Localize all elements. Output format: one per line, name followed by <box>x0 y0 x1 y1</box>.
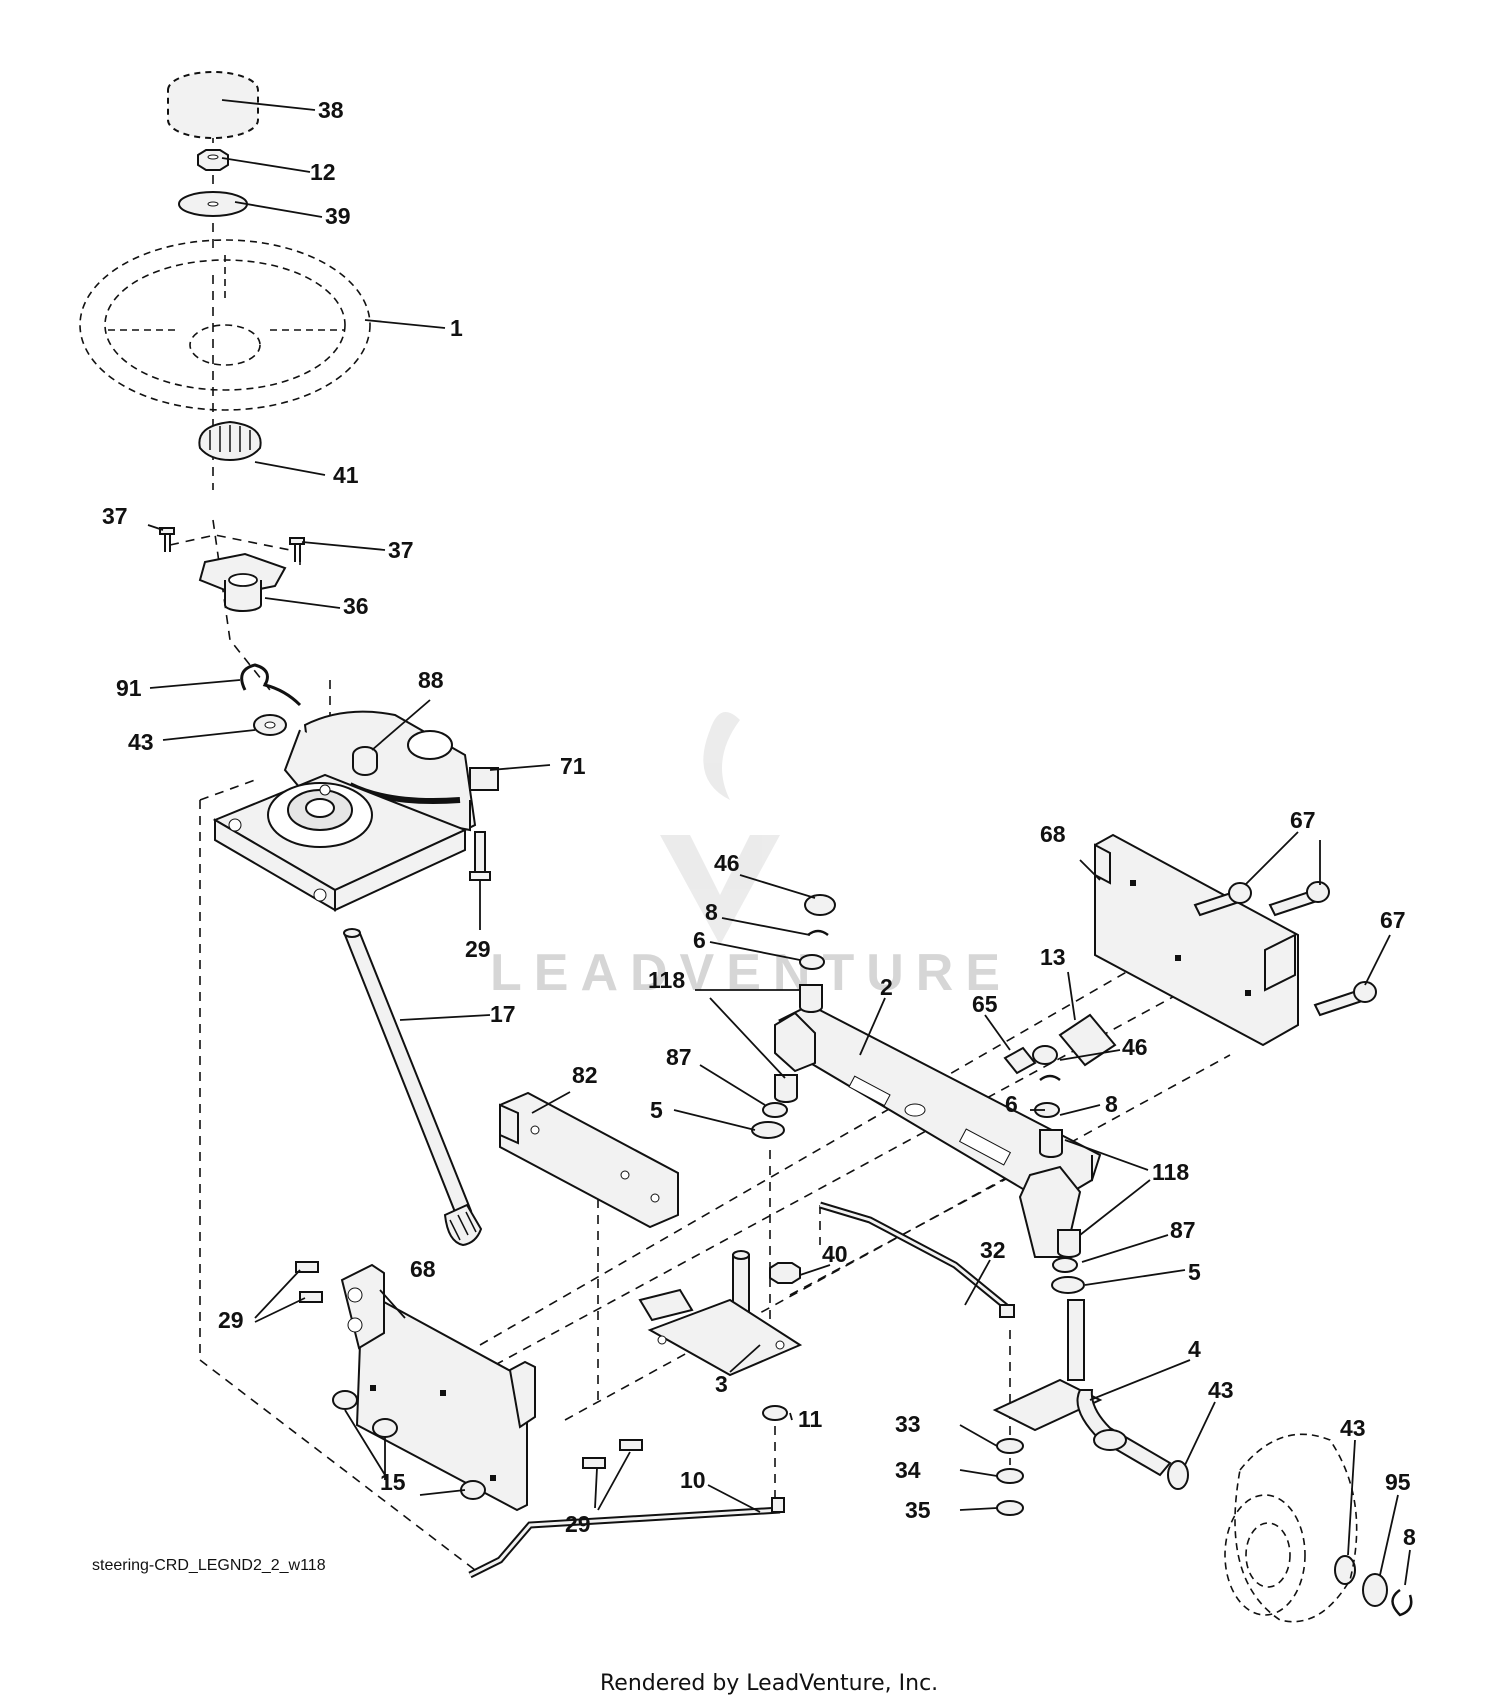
part-11-nut <box>762 1405 788 1421</box>
part-33-34-35-washers <box>996 1438 1024 1516</box>
callout-4: 4 <box>1188 1336 1201 1362</box>
callout-2: 2 <box>880 974 893 1000</box>
part-40-nut <box>769 1262 801 1284</box>
callout-34: 34 <box>895 1457 921 1483</box>
part-41-adapter <box>198 420 262 462</box>
callout-29-lower: 29 <box>565 1511 591 1537</box>
front-wheel <box>1224 1433 1358 1623</box>
part-65-pin <box>1003 1046 1037 1075</box>
leadventure-watermark-logo <box>660 712 780 945</box>
part-4-right-spindle <box>992 1299 1172 1477</box>
part-91-hairpin <box>240 663 302 707</box>
callout-118-right: 118 <box>1152 1159 1189 1185</box>
callout-12: 12 <box>310 159 336 185</box>
part-12-nut <box>197 149 229 171</box>
diagram-code-label: steering-CRD_LEGND2_2_w118 <box>92 1557 326 1574</box>
callout-8-wheel: 8 <box>1403 1524 1416 1550</box>
part-37-bolt-left <box>159 527 175 552</box>
callout-43-outer: 43 <box>1340 1415 1366 1441</box>
callout-3: 3 <box>715 1371 728 1397</box>
part-29-bolt-upper <box>469 831 491 881</box>
callout-67-upper: 67 <box>1290 807 1316 833</box>
callout-17: 17 <box>490 1001 516 1027</box>
callout-6-right: 6 <box>1005 1091 1018 1117</box>
callout-11: 11 <box>798 1406 823 1432</box>
callout-33: 33 <box>895 1411 921 1437</box>
callout-8-left: 8 <box>705 899 718 925</box>
part-15-nuts <box>332 1390 486 1500</box>
part-36-flange-bushing <box>198 552 287 612</box>
callout-38: 38 <box>318 97 344 123</box>
part-68-left-plate <box>340 1263 536 1512</box>
callout-39: 39 <box>325 203 351 229</box>
part-38-cap <box>167 71 259 139</box>
part-8-e-clip <box>1391 1588 1413 1617</box>
part-43-washer-wheel <box>1167 1460 1356 1585</box>
callout-40: 40 <box>822 1241 848 1267</box>
callout-5-right: 5 <box>1188 1259 1201 1285</box>
part-88-bolt <box>352 746 378 776</box>
callout-88: 88 <box>418 667 444 693</box>
part-29-bolts-left <box>295 1261 323 1303</box>
callout-6-left: 6 <box>693 927 706 953</box>
callout-36: 36 <box>343 593 369 619</box>
part-2-axle <box>774 1003 1102 1258</box>
watermark-text: LEADVENTURE <box>490 944 1012 1002</box>
callout-118-left: 118 <box>648 967 685 993</box>
callout-46-right: 46 <box>1122 1034 1148 1060</box>
part-68-right-plate <box>1094 833 1299 1047</box>
part-43-washer-upper <box>253 714 287 736</box>
part-1-steering-wheel <box>79 239 371 411</box>
callout-5-left: 5 <box>650 1097 663 1123</box>
callout-32: 32 <box>980 1237 1006 1263</box>
callout-43-wheel: 43 <box>1208 1377 1234 1403</box>
callout-41: 41 <box>333 462 359 488</box>
callout-10: 10 <box>680 1467 706 1493</box>
callout-37-left: 37 <box>102 503 128 529</box>
part-3-left-spindle <box>638 1250 803 1377</box>
leader-lines <box>147 99 1411 1586</box>
part-17-steering-shaft <box>343 928 483 1247</box>
part-13-spacer <box>1058 1013 1117 1067</box>
callout-65: 65 <box>972 991 998 1017</box>
part-37-bolt-right <box>289 537 305 562</box>
callout-68-left: 68 <box>410 1256 436 1282</box>
callout-1: 1 <box>450 315 463 341</box>
callout-46-left: 46 <box>714 850 740 876</box>
callout-29-upper: 29 <box>465 936 491 962</box>
callout-71: 71 <box>560 753 586 779</box>
callout-8-right: 8 <box>1105 1091 1118 1117</box>
callout-95: 95 <box>1385 1469 1411 1495</box>
part-82-bracket <box>499 1091 679 1229</box>
callout-37-right: 37 <box>388 537 414 563</box>
callout-67-lower: 67 <box>1380 907 1406 933</box>
part-67-bolts <box>1193 881 1377 1017</box>
part-95-washer <box>1362 1573 1388 1607</box>
part-10-tie-rod <box>468 1497 785 1579</box>
callout-15: 15 <box>380 1469 406 1495</box>
callout-68-right: 68 <box>1040 821 1066 847</box>
callout-91: 91 <box>116 675 142 701</box>
callout-87-right: 87 <box>1170 1217 1196 1243</box>
part-29-bolts-lower <box>582 1439 643 1469</box>
callout-labels: 38 12 39 1 41 37 37 36 91 88 43 71 29 17… <box>102 97 1416 1550</box>
callout-13: 13 <box>1040 944 1066 970</box>
callout-43-upper: 43 <box>128 729 154 755</box>
part-32-drag-link <box>818 1201 1015 1318</box>
steering-housing <box>212 773 468 912</box>
callout-87-left: 87 <box>666 1044 692 1070</box>
footer-rendered-by: Rendered by LeadVenture, Inc. <box>600 1671 938 1696</box>
right-spindle-stack <box>1032 1045 1085 1294</box>
callout-82: 82 <box>572 1062 598 1088</box>
callout-29-left: 29 <box>218 1307 244 1333</box>
left-spindle-stack <box>751 894 836 1139</box>
callout-35: 35 <box>905 1497 931 1523</box>
part-39-washer <box>178 191 248 217</box>
